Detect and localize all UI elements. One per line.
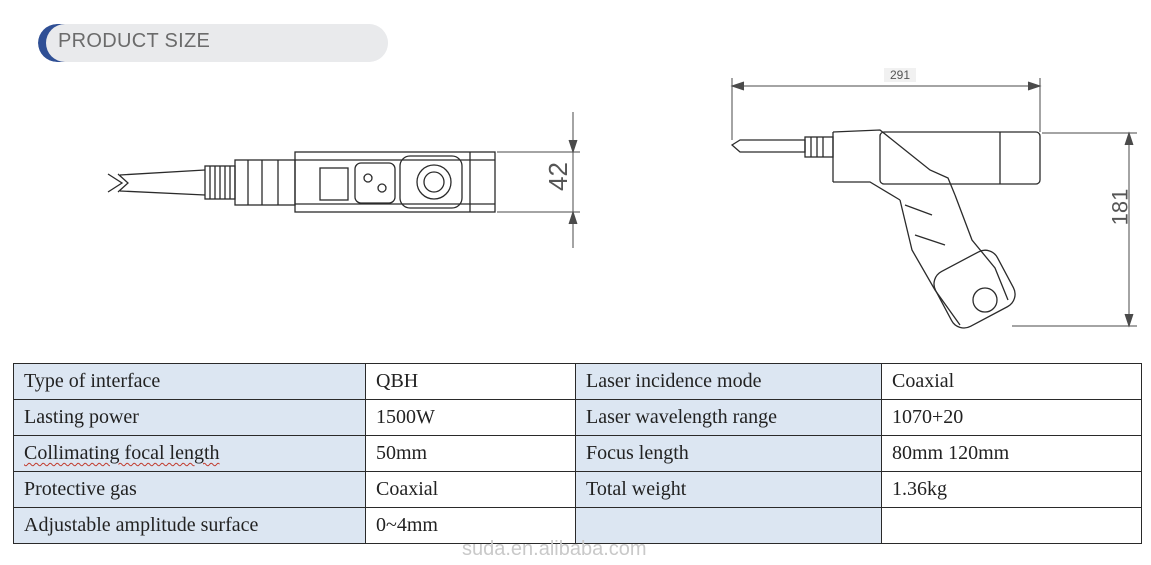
spec-label: Laser wavelength range: [575, 399, 882, 436]
spec-label: Lasting power: [13, 399, 366, 436]
spec-value: Coaxial: [365, 471, 576, 508]
side-view-drawing: [730, 129, 1041, 329]
spec-label: Laser incidence mode: [575, 363, 882, 400]
spec-value: 1500W: [365, 399, 576, 436]
table-row: Collimating focal length 50mm Focus leng…: [13, 435, 1142, 472]
spec-label: Adjustable amplitude surface: [13, 507, 366, 544]
spec-value: Coaxial: [881, 363, 1142, 400]
section-title: PRODUCT SIZE: [58, 30, 211, 52]
spec-value: 1070+20: [881, 399, 1142, 436]
pill-inner: [46, 24, 388, 62]
spec-label-empty: [575, 507, 882, 544]
length-dimension-label: 291: [884, 68, 917, 82]
spec-label: Focus length: [575, 435, 882, 472]
height-dimension-label: 181: [1107, 188, 1133, 226]
spec-label: Collimating focal length: [13, 435, 366, 472]
spec-label-text: Collimating focal length: [24, 442, 220, 464]
spec-value: 0~4mm: [365, 507, 576, 544]
product-drawing: [107, 78, 1137, 329]
table-row: Lasting power 1500W Laser wavelength ran…: [13, 399, 1142, 436]
width-dimension: [497, 112, 580, 248]
length-height-dimension: [730, 78, 1137, 328]
spec-label: Total weight: [575, 471, 882, 508]
spec-label: Protective gas: [13, 471, 366, 508]
spec-value: QBH: [365, 363, 576, 400]
width-dimension-label: 42: [542, 162, 573, 191]
spec-value-empty: [881, 507, 1142, 544]
watermark: suda.en.alibaba.com: [462, 538, 647, 560]
table-row: Adjustable amplitude surface 0~4mm: [13, 507, 1142, 544]
spec-value: 80mm 120mm: [881, 435, 1142, 472]
spec-value: 1.36kg: [881, 471, 1142, 508]
section-header-pill: PRODUCT SIZE: [38, 24, 388, 62]
table-row: Protective gas Coaxial Total weight 1.36…: [13, 471, 1142, 508]
spec-label: Type of interface: [13, 363, 366, 400]
spec-table: Type of interface QBH Laser incidence mo…: [13, 363, 1142, 544]
table-row: Type of interface QBH Laser incidence mo…: [13, 363, 1142, 400]
top-view-drawing: [107, 151, 496, 213]
spec-value: 50mm: [365, 435, 576, 472]
